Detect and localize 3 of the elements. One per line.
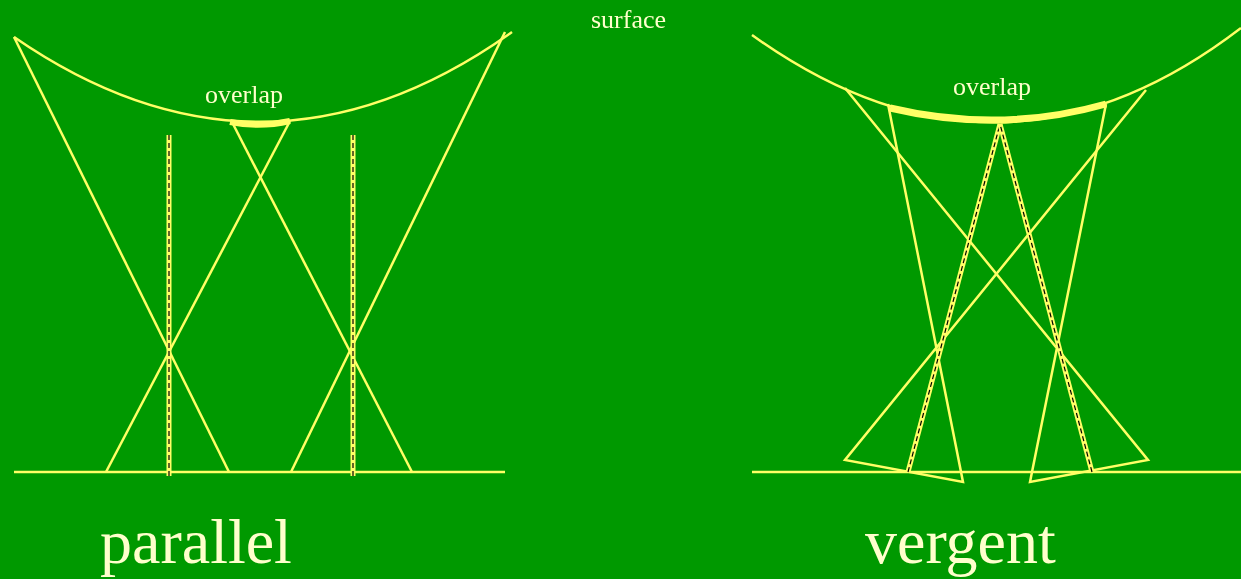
- overlap-label: overlap: [205, 82, 283, 108]
- overlap-label: overlap: [953, 74, 1031, 100]
- surface-label: surface: [591, 7, 667, 33]
